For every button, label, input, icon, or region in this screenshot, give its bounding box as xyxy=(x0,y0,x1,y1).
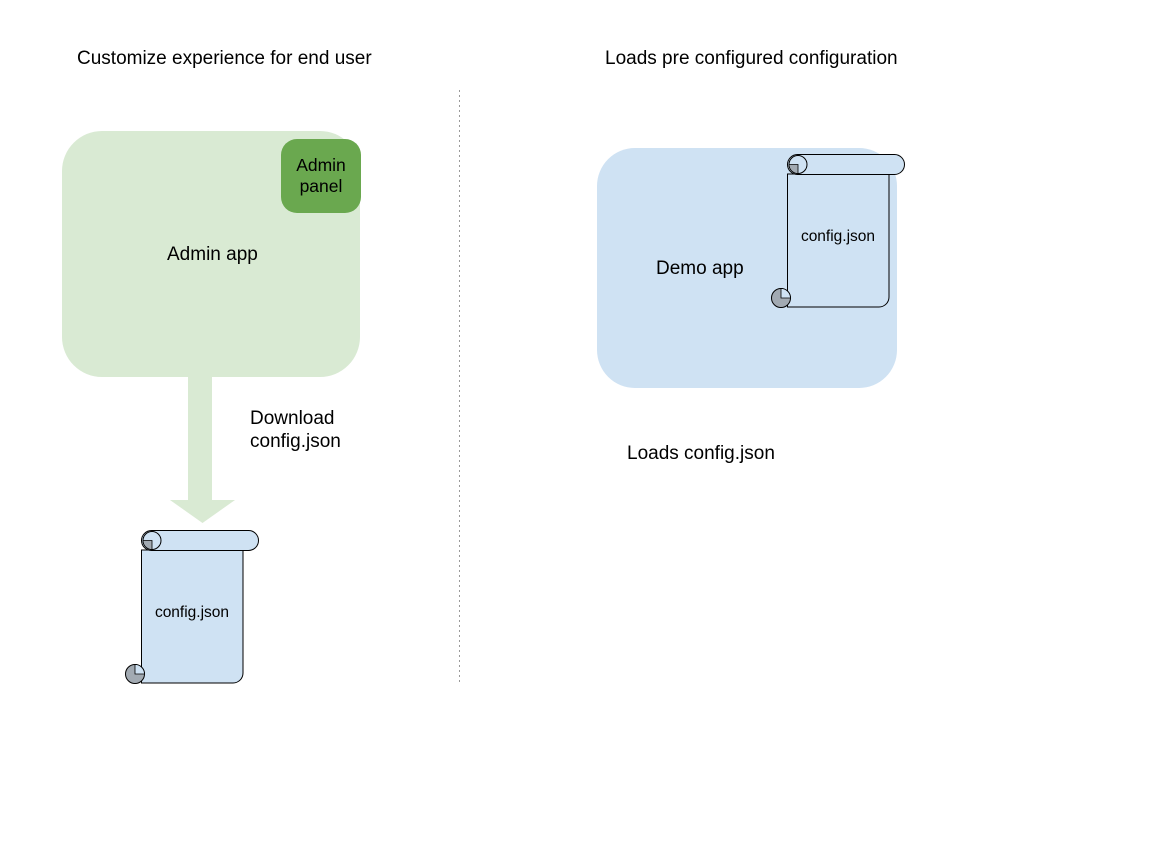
scroll-top-roll xyxy=(141,530,259,551)
config-file-label-left: config.json xyxy=(154,604,230,621)
admin-panel-badge: Admin panel xyxy=(281,139,361,213)
scroll-top-roll xyxy=(787,154,905,175)
scroll-body xyxy=(787,173,890,308)
section-divider xyxy=(459,90,460,685)
left-section-title: Customize experience for end user xyxy=(77,48,372,69)
scroll-top-curl-shade xyxy=(788,164,799,174)
scroll-top-curl-shade xyxy=(142,540,153,550)
download-arrow-shape xyxy=(170,377,235,523)
scroll-bottom-curl-notch xyxy=(134,664,145,675)
admin-app-label: Admin app xyxy=(167,244,258,265)
scroll-document-icon xyxy=(125,530,259,684)
config-file-label-right: config.json xyxy=(800,228,876,245)
scroll-document-icon xyxy=(771,154,905,308)
demo-app-label: Demo app xyxy=(656,258,744,279)
config-json-scroll-left: config.json xyxy=(125,530,259,688)
loads-caption: Loads config.json xyxy=(627,443,775,464)
scroll-bottom-curl-notch xyxy=(780,288,791,299)
download-arrow-icon xyxy=(170,377,235,523)
right-section-title: Loads pre configured configuration xyxy=(605,48,898,69)
config-json-scroll-right: config.json xyxy=(771,154,905,312)
download-caption: Download config.json xyxy=(250,408,341,452)
scroll-body xyxy=(141,549,244,684)
